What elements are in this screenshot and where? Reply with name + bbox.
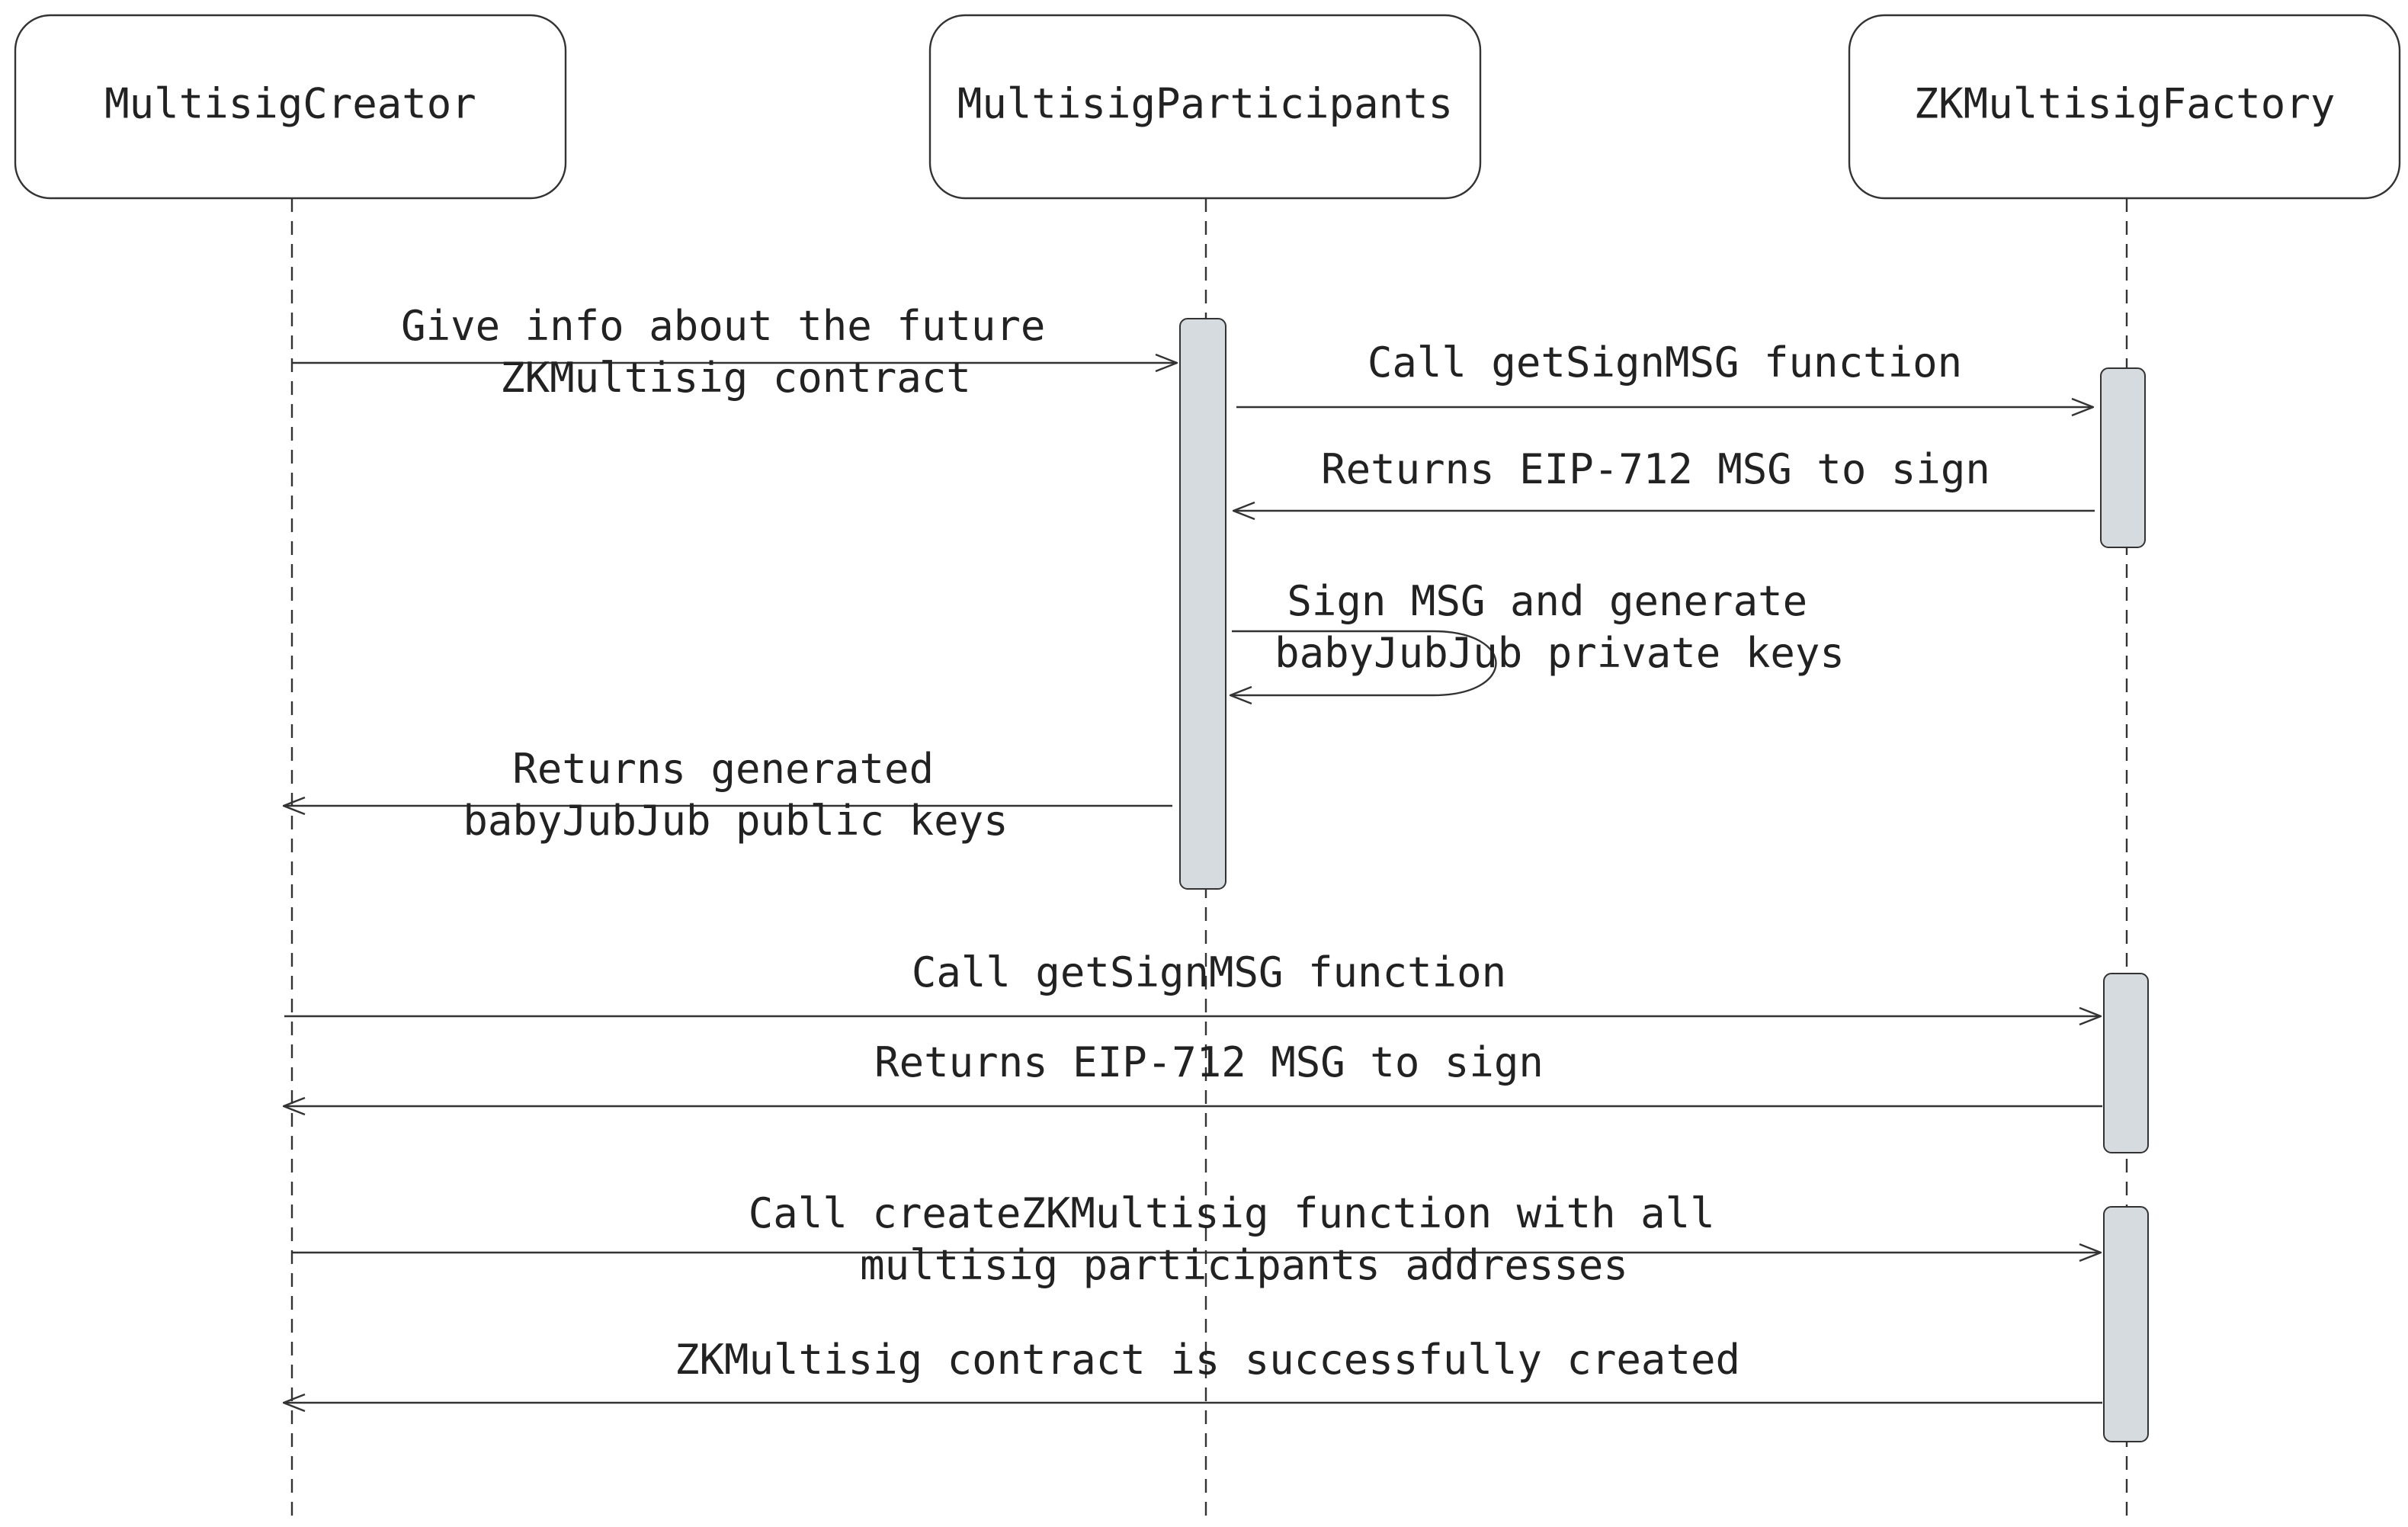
message-1: Give info about the future ZKMultisig co…	[292, 302, 1177, 402]
participant-label: MultisigParticipants	[957, 80, 1453, 128]
participant-factory: ZKMultisigFactory	[1848, 14, 2401, 200]
message-label: Returns EIP-712 MSG to sign	[1321, 445, 1990, 493]
participant-box	[928, 14, 1482, 200]
activation-participants	[1179, 318, 1226, 890]
participant-creator: MultisigCreator	[14, 14, 567, 200]
message-label: Give info about the future ZKMultisig co…	[401, 302, 1070, 402]
participant-participants: MultisigParticipants	[928, 14, 1482, 200]
participant-boxes: MultisigCreator MultisigParticipants ZKM…	[14, 14, 2401, 200]
message-label: ZKMultisig contract is successfully crea…	[675, 1336, 1740, 1384]
message-label: Call getSignMSG function	[912, 948, 1506, 996]
message-label: Returns EIP-712 MSG to sign	[874, 1038, 1544, 1086]
participant-box	[1848, 14, 2401, 200]
message-6: Call getSignMSG function	[284, 948, 2101, 1016]
message-5: Returns generated babyJubJub public keys	[284, 745, 1172, 845]
message-2: Call getSignMSG function	[1236, 338, 2093, 407]
activation-factory-3	[2103, 1206, 2149, 1442]
message-label: Returns generated babyJubJub public keys	[463, 745, 1008, 845]
activation-bars	[1179, 318, 2149, 1442]
message-9: ZKMultisig contract is successfully crea…	[284, 1336, 2102, 1403]
participant-box	[14, 14, 567, 200]
activation-factory-1	[2100, 367, 2146, 548]
message-3: Returns EIP-712 MSG to sign	[1233, 445, 2095, 511]
participant-label: ZKMultisigFactory	[1914, 80, 2336, 128]
messages: Give info about the future ZKMultisig co…	[284, 302, 2102, 1403]
participant-label: MultisigCreator	[104, 80, 476, 128]
message-label: Call getSignMSG function	[1368, 338, 1962, 387]
message-4-self: Sign MSG and generate babyJubJub private…	[1230, 577, 1845, 695]
activation-factory-2	[2103, 973, 2149, 1153]
message-label: Call createZKMultisig function with all …	[749, 1189, 1739, 1289]
message-8: Call createZKMultisig function with all …	[292, 1189, 2101, 1289]
message-7: Returns EIP-712 MSG to sign	[284, 1038, 2102, 1106]
message-arrow	[1230, 630, 1497, 695]
message-label: Sign MSG and generate babyJubJub private…	[1275, 577, 1845, 677]
